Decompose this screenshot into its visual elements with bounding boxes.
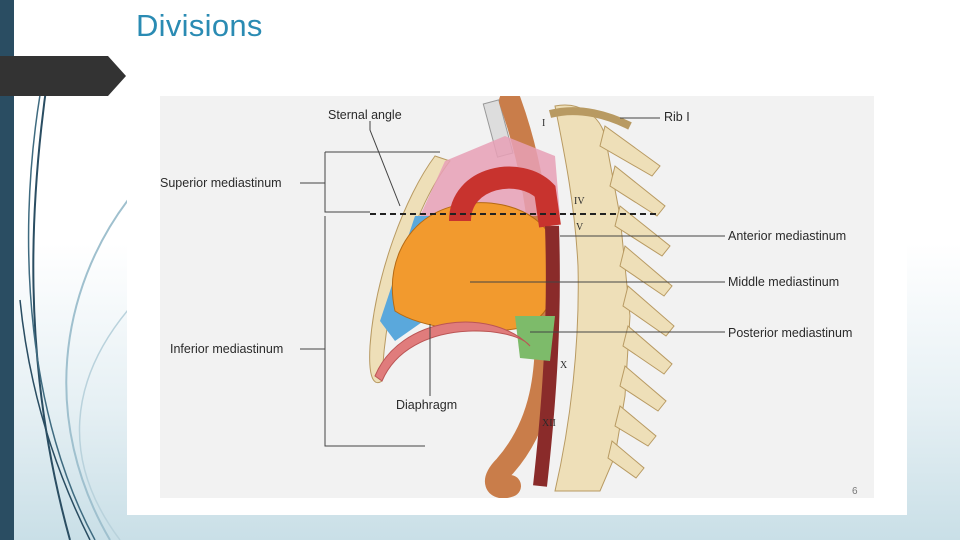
vertebra-label-x: X bbox=[560, 360, 568, 371]
label-inferior-mediastinum: Inferior mediastinum bbox=[170, 342, 284, 356]
diaphragm-dome bbox=[374, 321, 531, 382]
slide-title: Divisions bbox=[136, 8, 263, 43]
vertebral-column bbox=[554, 104, 675, 492]
label-superior-mediastinum: Superior mediastinum bbox=[160, 176, 282, 190]
label-diaphragm: Diaphragm bbox=[396, 398, 458, 412]
title-arrow-tab bbox=[0, 56, 126, 96]
mediastinum-illustration bbox=[300, 96, 725, 498]
vertebra-label-xii: XII bbox=[542, 418, 556, 429]
leader-lines bbox=[300, 117, 725, 447]
mediastinum-figure: Sternal angle Rib I Superior mediastinum… bbox=[160, 96, 874, 498]
descending-aorta bbox=[533, 225, 560, 487]
decorative-swirl-lines bbox=[19, 74, 129, 540]
label-posterior-mediastinum: Posterior mediastinum bbox=[728, 326, 853, 340]
rib-one bbox=[548, 107, 632, 130]
vertebra-label-i: I bbox=[542, 118, 546, 129]
left-accent-bar bbox=[0, 0, 14, 540]
posterior-region bbox=[515, 316, 555, 361]
label-anterior-mediastinum: Anterior mediastinum bbox=[728, 229, 847, 243]
aorta bbox=[449, 166, 561, 228]
vertebra-label-iv: IV bbox=[574, 196, 585, 207]
label-sternal-angle: Sternal angle bbox=[328, 108, 402, 122]
label-middle-mediastinum: Middle mediastinum bbox=[728, 275, 840, 289]
label-rib-one: Rib I bbox=[664, 110, 690, 124]
vertebra-label-v: V bbox=[576, 222, 584, 233]
page-number: 6 bbox=[852, 486, 858, 497]
